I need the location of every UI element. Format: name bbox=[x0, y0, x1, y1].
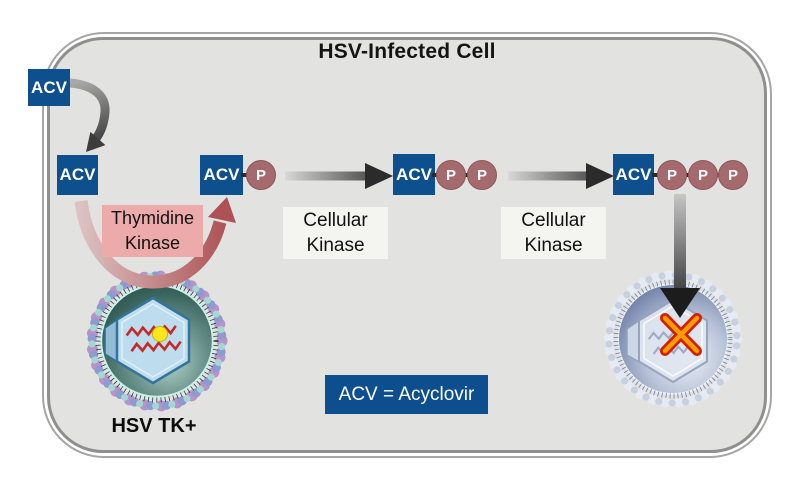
phosphate-bond bbox=[432, 173, 439, 177]
acv-triphosphate-badge: ACV bbox=[613, 154, 654, 195]
phosphate-bond bbox=[241, 173, 248, 177]
phosphate-badge: P bbox=[246, 160, 276, 190]
hsv-tk-positive-label: HSV TK+ bbox=[111, 415, 197, 437]
label-line: Cellular bbox=[303, 210, 368, 231]
phosphate-badge: P bbox=[657, 160, 687, 190]
cellular-kinase-label-2: Cellular Kinase bbox=[501, 207, 606, 259]
label-line: Kinase bbox=[524, 235, 583, 256]
phosphate-bond bbox=[652, 173, 659, 177]
phosphate-bond bbox=[463, 173, 470, 177]
acv-badge-cytoplasm: ACV bbox=[57, 155, 98, 195]
label-line: Kinase bbox=[124, 233, 181, 253]
diagram-title: HSV-Infected Cell bbox=[318, 40, 496, 63]
phosphate-badge: P bbox=[436, 160, 466, 190]
cellular-kinase-label-1: Cellular Kinase bbox=[283, 207, 388, 259]
acv-legend-box: ACV = Acyclovir bbox=[325, 375, 488, 414]
phosphate-badge: P bbox=[467, 160, 497, 190]
acv-diphosphate-badge: ACV bbox=[393, 154, 435, 195]
phosphate-badge: P bbox=[718, 160, 748, 190]
label-line: Kinase bbox=[306, 235, 365, 256]
phosphate-badge: P bbox=[688, 160, 718, 190]
acv-badge-extracellular: ACV bbox=[28, 69, 70, 106]
phosphate-bond bbox=[684, 173, 691, 177]
thymidine-kinase-label: Thymidine Kinase bbox=[102, 205, 203, 257]
label-line: Thymidine bbox=[110, 208, 195, 228]
label-line: Cellular bbox=[521, 210, 586, 231]
acv-monophosphate-badge: ACV bbox=[200, 155, 243, 195]
